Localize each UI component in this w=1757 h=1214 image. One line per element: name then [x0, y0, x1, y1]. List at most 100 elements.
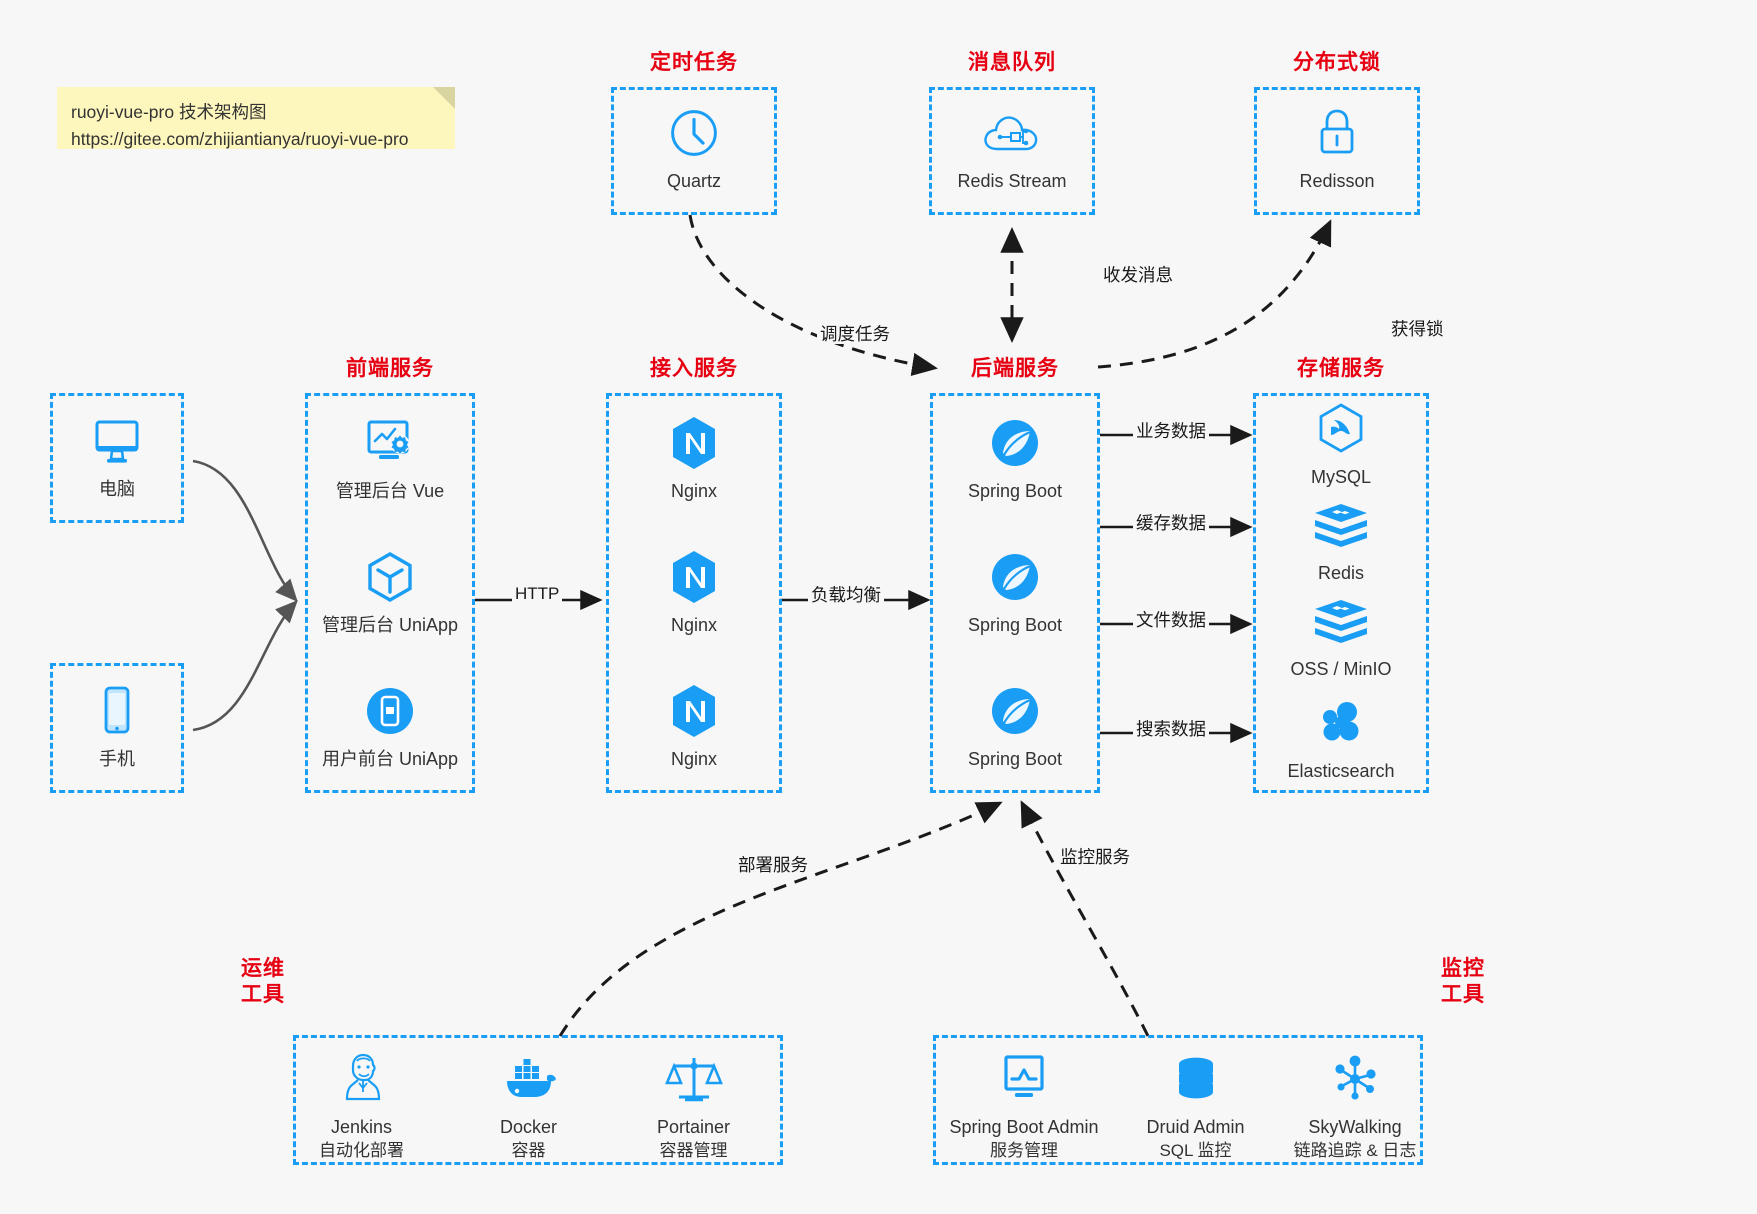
nginx-icon	[604, 682, 784, 740]
node-sublabel: 服务管理	[990, 1141, 1058, 1161]
node-sublabel: 容器	[511, 1141, 546, 1161]
node-label: MySQL	[1310, 467, 1371, 487]
node-label: Nginx	[670, 615, 718, 635]
node-label: 手机	[99, 749, 135, 769]
node-label: 电脑	[99, 479, 135, 499]
edge-label-send-receive-message: 收发消息	[1100, 265, 1176, 286]
node-spring-boot-2[interactable]: Spring Boot	[925, 548, 1105, 637]
edge-label-http: HTTP	[512, 584, 563, 604]
group-box-scheduler	[611, 87, 777, 215]
node-label: Docker	[499, 1117, 557, 1137]
node-redisson[interactable]: Redisson	[1247, 104, 1427, 193]
redis-icon	[1251, 496, 1431, 554]
oss-icon	[1251, 592, 1431, 650]
node-client-desktop[interactable]: 电脑	[27, 412, 207, 501]
clock-icon	[604, 104, 784, 162]
node-label: Nginx	[670, 749, 718, 769]
nginx-icon	[604, 414, 784, 472]
node-sublabel: 链路追踪 & 日志	[1293, 1141, 1417, 1161]
node-label: Spring Boot Admin	[949, 1117, 1099, 1137]
scales-icon	[615, 1050, 772, 1108]
node-label: Spring Boot	[967, 615, 1063, 635]
group-box-monitor	[933, 1035, 1423, 1165]
desktop-icon	[27, 412, 207, 470]
edge-label-file-data: 文件数据	[1133, 610, 1209, 631]
group-box-gateway	[606, 393, 782, 793]
node-label: Spring Boot	[967, 481, 1063, 501]
mobile-icon	[27, 682, 207, 740]
note-url: https://gitee.com/zhijiantianya/ruoyi-vu…	[71, 129, 409, 150]
node-label: Nginx	[670, 481, 718, 501]
node-portainer[interactable]: Portainer 容器管理	[615, 1050, 772, 1162]
group-title-gateway: 接入服务	[650, 357, 738, 380]
group-title-scheduler: 定时任务	[650, 51, 738, 74]
group-box-storage	[1253, 393, 1429, 793]
group-title-devops-line1: 运维	[241, 957, 285, 980]
group-title-backend: 后端服务	[971, 357, 1059, 380]
node-redis[interactable]: Redis	[1251, 496, 1431, 585]
node-user-uniapp[interactable]: 用户前台 UniApp	[300, 682, 480, 771]
edge-label-monitor-service: 监控服务	[1057, 847, 1133, 868]
spring-boot-icon	[925, 548, 1105, 606]
spring-boot-icon	[925, 414, 1105, 472]
edge-label-cache-data: 缓存数据	[1133, 513, 1209, 534]
elasticsearch-icon	[1251, 694, 1431, 752]
group-box-frontend	[305, 393, 475, 793]
edge-label-acquire-lock: 获得锁	[1388, 319, 1447, 340]
node-nginx-3[interactable]: Nginx	[604, 682, 784, 771]
node-spring-boot-1[interactable]: Spring Boot	[925, 414, 1105, 503]
node-label: Spring Boot	[967, 749, 1063, 769]
edge-label-load-balance: 负载均衡	[808, 585, 884, 606]
node-nginx-2[interactable]: Nginx	[604, 548, 784, 637]
mysql-icon	[1251, 400, 1431, 458]
node-sublabel: 自动化部署	[319, 1141, 404, 1161]
node-label: 管理后台 UniApp	[321, 615, 459, 635]
cloud-stream-icon	[922, 104, 1102, 162]
node-sublabel: 容器管理	[659, 1141, 728, 1161]
jenkins-icon	[283, 1050, 440, 1108]
node-label: 用户前台 UniApp	[321, 749, 459, 769]
node-label: Redis	[1317, 563, 1365, 583]
node-spring-boot-3[interactable]: Spring Boot	[925, 682, 1105, 771]
group-box-lock	[1254, 87, 1420, 215]
nginx-icon	[604, 548, 784, 606]
node-nginx-1[interactable]: Nginx	[604, 414, 784, 503]
spring-boot-icon	[925, 682, 1105, 740]
node-jenkins[interactable]: Jenkins 自动化部署	[283, 1050, 440, 1162]
node-label: Redis Stream	[957, 171, 1067, 191]
node-label: 管理后台 Vue	[335, 481, 445, 501]
node-mysql[interactable]: MySQL	[1251, 400, 1431, 489]
group-box-backend	[930, 393, 1100, 793]
edge-label-deploy-service: 部署服务	[735, 855, 811, 876]
group-title-mq: 消息队列	[968, 51, 1056, 74]
group-box-client-desktop	[50, 393, 184, 523]
node-spring-boot-admin[interactable]: Spring Boot Admin 服务管理	[934, 1050, 1114, 1162]
diagram-note: ruoyi-vue-pro 技术架构图 https://gitee.com/zh…	[57, 87, 455, 149]
node-redis-stream[interactable]: Redis Stream	[922, 104, 1102, 193]
node-oss-minio[interactable]: OSS / MinIO	[1251, 592, 1431, 681]
node-druid-admin[interactable]: Druid Admin SQL 监控	[1117, 1050, 1274, 1162]
docker-icon	[450, 1050, 607, 1108]
lock-icon	[1247, 104, 1427, 162]
database-icon	[1117, 1050, 1274, 1108]
group-title-storage: 存储服务	[1297, 357, 1385, 380]
group-box-mq	[929, 87, 1095, 215]
node-docker[interactable]: Docker 容器	[450, 1050, 607, 1162]
node-client-mobile[interactable]: 手机	[27, 682, 207, 771]
node-admin-uniapp[interactable]: 管理后台 UniApp	[300, 548, 480, 637]
monitor-chart-icon	[934, 1050, 1114, 1108]
skywalking-icon	[1265, 1050, 1445, 1108]
node-quartz[interactable]: Quartz	[604, 104, 784, 193]
note-title: ruoyi-vue-pro 技术架构图	[71, 102, 267, 122]
group-box-client-mobile	[50, 663, 184, 793]
node-label: SkyWalking	[1308, 1117, 1402, 1137]
node-elasticsearch[interactable]: Elasticsearch	[1251, 694, 1431, 783]
group-title-frontend: 前端服务	[346, 357, 434, 380]
node-sublabel: SQL 监控	[1159, 1141, 1232, 1161]
node-label: Elasticsearch	[1287, 761, 1395, 781]
node-label: OSS / MinIO	[1290, 659, 1392, 679]
edge-label-business-data: 业务数据	[1133, 421, 1209, 442]
node-admin-vue[interactable]: 管理后台 Vue	[300, 414, 480, 503]
node-skywalking[interactable]: SkyWalking 链路追踪 & 日志	[1265, 1050, 1445, 1162]
